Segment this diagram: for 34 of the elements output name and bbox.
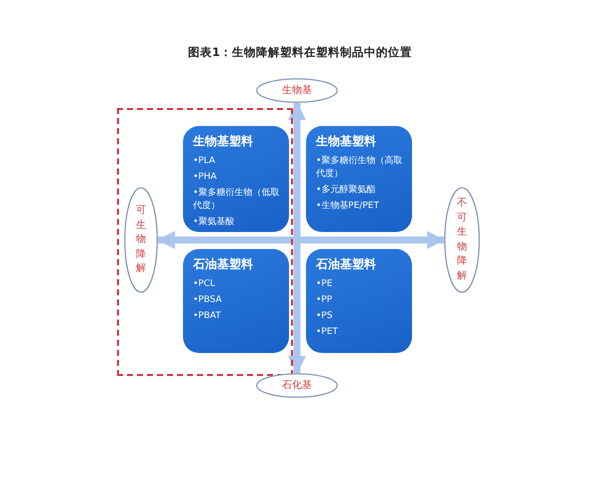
list-item: •聚多糖衍生物（低取代度）: [193, 186, 280, 213]
axis-label: 可生物降解: [136, 204, 146, 276]
list-item: •聚氨基酸: [193, 216, 236, 229]
oval-outline: [256, 78, 338, 103]
axis-label: 石化基: [282, 380, 312, 392]
dashed-frame: [117, 108, 293, 376]
double-arrow: [157, 231, 445, 249]
card-heading: 生物基塑料: [316, 134, 377, 150]
list-item: •PLA: [193, 154, 216, 168]
category-card: [183, 126, 289, 232]
category-card: [183, 249, 289, 353]
list-item: •多元醇聚氨酯: [316, 184, 376, 197]
axis-label: 生物基: [282, 84, 312, 96]
oval-outline: [256, 373, 338, 398]
category-card: [306, 249, 412, 353]
list-item: •PCL: [193, 278, 216, 291]
list-item: •聚多糖衍生物（高取代度）: [316, 154, 404, 181]
list-item: •PBAT: [193, 310, 222, 323]
list-item: •PS: [316, 310, 334, 323]
oval-outline: [444, 187, 480, 293]
chart-title: 图表1：生物降解塑料在塑料制品中的位置: [188, 45, 412, 60]
list-item: •PHA: [193, 170, 218, 184]
list-item: •PE: [316, 278, 334, 291]
double-arrow: [288, 102, 306, 374]
axis-label: 不可生物降解: [456, 196, 468, 283]
list-item: •PP: [316, 294, 334, 307]
oval-outline: [124, 187, 158, 293]
category-card: [306, 126, 412, 232]
list-item: •生物基PE/PET: [316, 200, 380, 213]
card-heading: 石油基塑料: [316, 257, 377, 273]
list-item: •PBSA: [193, 294, 223, 307]
card-heading: 石油基塑料: [193, 257, 254, 273]
list-item: •PET: [316, 326, 339, 339]
card-heading: 生物基塑料: [193, 134, 254, 150]
